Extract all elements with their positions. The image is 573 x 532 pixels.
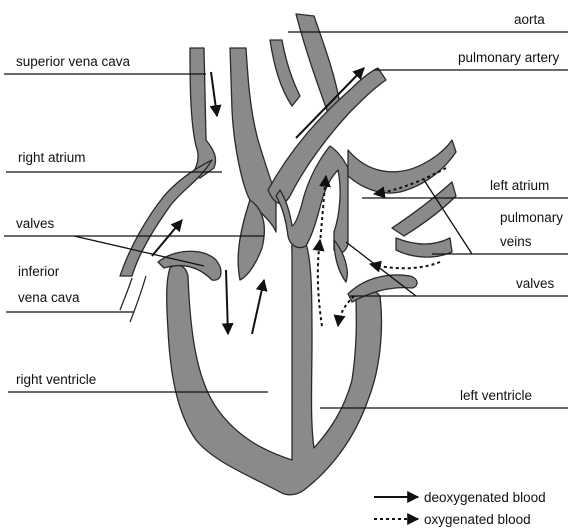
ventricle-wall: [167, 240, 382, 495]
label-pulmonary-artery: pulmonary artery: [458, 50, 560, 65]
legend: deoxygenated blood oxygenated blood: [374, 490, 546, 527]
legend-oxygenated-label: oxygenated blood: [424, 512, 531, 527]
label-left-atrium: left atrium: [490, 178, 549, 193]
heart-walls: [120, 14, 456, 495]
label-pulmonary-veins-2: veins: [500, 234, 532, 249]
flow-arrow-right-ventricle-up: [252, 280, 264, 334]
pulmonary-artery-left-branch: [270, 40, 300, 106]
label-valves-left: valves: [16, 216, 55, 231]
flow-arrow-svc: [211, 72, 217, 116]
flow-arrow-right-atrium-down: [226, 270, 228, 334]
label-left-ventricle: left ventricle: [460, 388, 532, 403]
label-aorta: aorta: [514, 12, 545, 27]
label-inferior-vena-cava-2: vena cava: [18, 290, 80, 305]
inferior-vena-cava-outline: [120, 276, 146, 322]
flow-arrow-left-ventricle-up: [318, 240, 322, 326]
label-right-atrium: right atrium: [18, 150, 86, 165]
right-valve-flap-2: [238, 200, 264, 280]
flow-arrow-pulmonary-vein-lower: [370, 262, 440, 268]
right-valve-flap: [158, 251, 221, 280]
legend-deoxygenated-label: deoxygenated blood: [424, 490, 546, 505]
label-right-ventricle: right ventricle: [16, 372, 96, 387]
label-inferior-vena-cava-1: inferior: [18, 264, 60, 279]
superior-vena-cava-shape: [190, 48, 216, 178]
label-superior-vena-cava: superior vena cava: [16, 54, 131, 69]
left-atrium-wall: [348, 140, 456, 193]
label-pulmonary-veins-1: pulmonary: [500, 210, 563, 225]
label-valves-right: valves: [516, 276, 555, 291]
